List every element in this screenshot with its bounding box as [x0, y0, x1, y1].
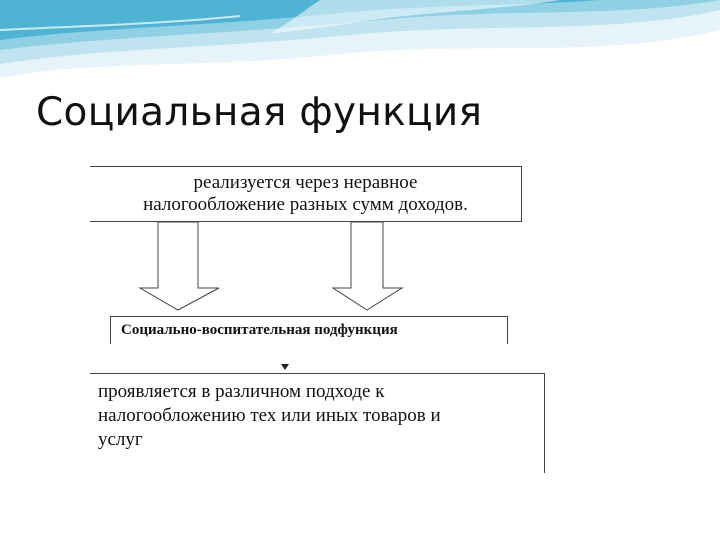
- slide-title: Социальная функция: [36, 90, 483, 135]
- header-wave-decoration: [0, 0, 720, 78]
- right-down-arrow: [331, 221, 404, 311]
- bottom-box: проявляется в различном подходе к налого…: [90, 373, 545, 473]
- bottom-box-line-1: проявляется в различном подходе к: [98, 381, 385, 402]
- top-box-line-1: реализуется через неравное: [193, 172, 418, 193]
- middle-box-text: Социально-воспитательная подфункция: [121, 322, 398, 338]
- bottom-box-line-3: услуг: [98, 429, 143, 450]
- left-down-arrow: [138, 221, 220, 311]
- middle-box: Социально-воспитательная подфункция: [110, 316, 508, 344]
- bottom-box-line-2: налогообложению тех или иных товаров и: [98, 405, 441, 426]
- top-box: реализуется через неравное налогообложен…: [90, 166, 522, 222]
- top-box-line-2: налогообложение разных сумм доходов.: [143, 194, 468, 215]
- small-down-arrow: [281, 364, 289, 370]
